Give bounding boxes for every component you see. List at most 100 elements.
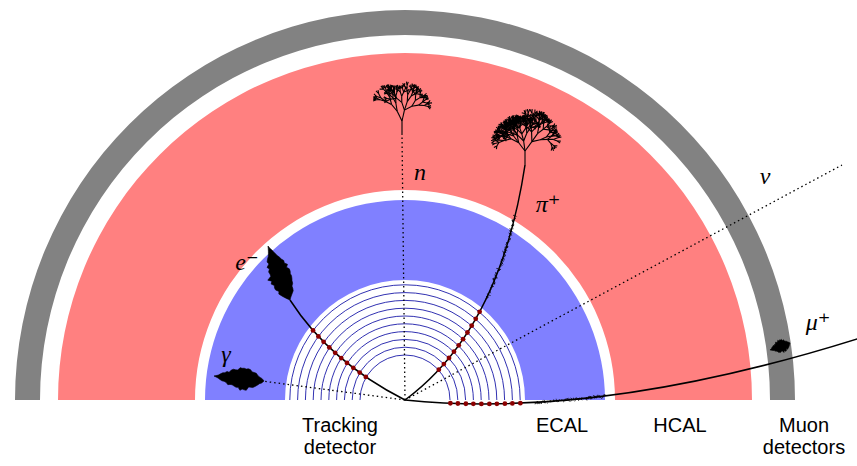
tracker-hit [345,360,350,365]
pion-ecal-deposit [504,256,505,257]
tracker-hit [351,365,356,370]
pion-shower [509,125,511,127]
pion-shower [518,123,520,128]
muon-ecal-deposit [577,398,578,400]
pion-shower [512,119,513,122]
pion-shower [529,116,531,119]
pion-shower [491,140,494,142]
muon-ecal-deposit [601,397,602,398]
pion-shower [494,138,497,139]
pion-shower [525,122,526,127]
particle-tracks [214,82,857,407]
particle-label: γ [221,341,230,367]
muon-ecal-deposit [555,399,557,400]
pion-ecal-deposit [490,289,491,290]
neutron-shower [413,90,415,93]
pion-shower [540,114,543,117]
tracker-hit [441,362,446,367]
pion-ecal-deposit [501,261,503,265]
neutron-shower [396,103,397,111]
tracker-layer [360,355,450,400]
neutron-shower [414,84,416,87]
pion-shower [495,134,498,135]
pion-ecal-deposit [498,270,500,272]
neutron-shower [389,87,391,90]
pion-ecal-deposit [486,296,489,298]
tracker-hit [469,323,474,328]
muon-ecal-deposit [568,399,570,400]
muon-ecal-deposit [546,401,547,403]
neutron-shower [404,86,406,89]
pion-shower [519,120,521,124]
tracker-hit [333,350,338,355]
pion-ecal-deposit [515,215,517,217]
neutron-shower [419,90,421,93]
pion-shower [522,134,524,141]
pion-shower [542,117,543,120]
pion-ecal-deposit [509,233,512,235]
pion-ecal-deposit [490,292,491,294]
pion-shower [527,118,530,124]
pion-ecal-deposit [512,218,515,221]
pion-shower [540,139,547,140]
pion-ecal-deposit [497,272,498,274]
tracker-hit [321,339,326,344]
pion-shower [510,123,511,127]
pion-shower [503,138,506,140]
pion-ecal-deposit [491,285,494,287]
pion-shower [506,123,508,125]
pion-shower [503,134,505,136]
pion-shower [520,128,522,134]
pion-shower [504,131,507,133]
part-label: HCAL [653,414,706,436]
pion-shower [502,125,505,126]
pion-shower [552,147,554,150]
tracker-hit [447,356,452,361]
pion-shower [499,127,502,129]
muon-ecal-deposit [575,398,576,399]
particle-label: μ⁺ [806,309,831,335]
pion-shower [525,110,527,114]
pion-ecal-deposit [506,242,507,243]
pion-ecal-deposit [513,215,515,216]
tracker-hit [461,337,466,342]
muon-ecal-deposit [586,397,587,399]
neutron-shower [395,94,397,99]
neutron-shower [428,102,432,104]
pion-shower [523,115,524,118]
pion-ecal-deposit [494,283,495,284]
detector-bands [15,10,795,400]
muon-ecal-deposit [590,396,592,398]
neutron-shower [407,82,408,85]
muon-ecal-deposit [590,398,592,399]
pion-ecal-deposit [510,230,511,232]
muon-ecal-deposit [544,400,546,403]
pion-ecal-deposit [507,246,508,247]
pion-shower [508,126,510,129]
hcal-band [58,53,752,400]
neutron-shower [412,105,419,106]
part-label: ECAL [536,414,588,436]
pion-shower [506,123,508,125]
pion-shower [543,129,549,131]
pion-shower [509,124,511,126]
pion-ecal-deposit [510,228,512,230]
neutron-shower [379,94,381,98]
pion-shower [531,109,532,113]
pion-shower [530,124,532,132]
pion-shower [505,124,508,126]
pion-ecal-deposit [495,272,496,274]
pion-shower [552,135,556,136]
pion-ecal-deposit [502,258,503,259]
pion-ecal-deposit [486,298,489,299]
neutron-shower [415,98,420,101]
pion-ecal-deposit [499,269,501,270]
pion-shower [523,115,525,117]
pion-ecal-deposit [503,251,504,254]
pion-shower [530,110,532,113]
pion-ecal-deposit [501,264,503,266]
pion-shower [525,142,532,151]
pion-shower [494,146,497,148]
neutron-shower [416,93,420,95]
muon-ecal-deposit [582,397,583,399]
